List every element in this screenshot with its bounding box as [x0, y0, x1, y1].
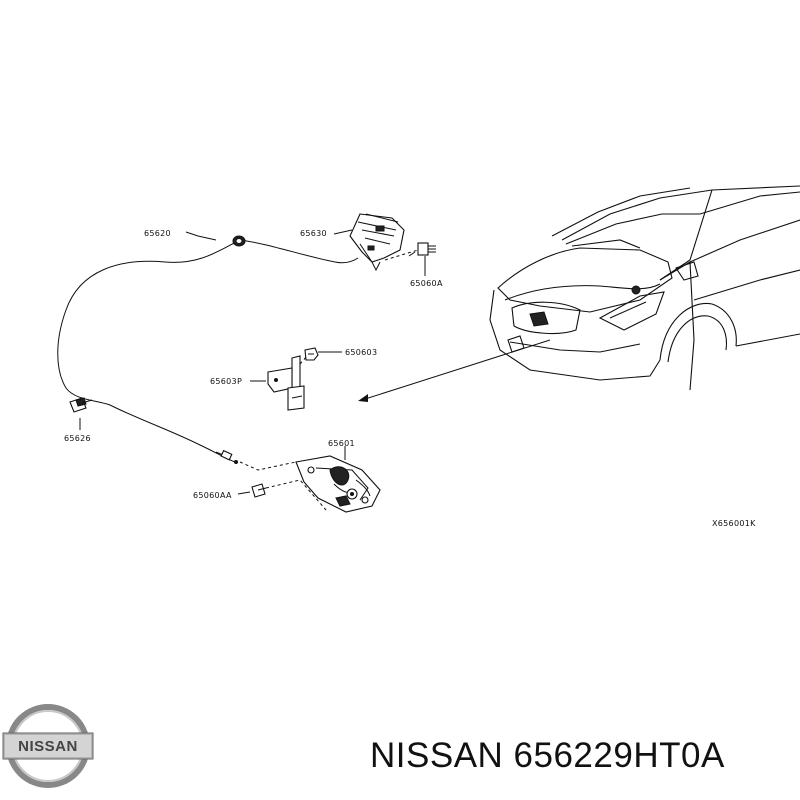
- hood-release-cable: [57, 235, 359, 464]
- logo-wordmark: NISSAN: [18, 738, 78, 755]
- nissan-logo: NISSAN: [2, 704, 94, 788]
- hood-stay-bracket: [267, 347, 319, 411]
- hood-lock: [239, 455, 381, 513]
- figure-code: X656001K: [712, 519, 756, 528]
- cable-clip: [69, 397, 93, 413]
- label-handle: 65630: [300, 229, 327, 238]
- label-bolt: 650603: [345, 348, 377, 357]
- label-handle-bolt: 65060A: [410, 279, 443, 288]
- part-labels: 65620 65630 65060A 650603 65603P 65626 6…: [64, 229, 756, 528]
- hood-release-handle: [349, 213, 436, 272]
- label-lock: 65601: [328, 439, 355, 448]
- label-lock-bolt: 65060AA: [193, 491, 232, 500]
- label-cable: 65620: [144, 229, 171, 238]
- part-number-caption: NISSAN 656229HT0A: [370, 736, 725, 775]
- car-front-view: [489, 185, 800, 391]
- label-clip: 65626: [64, 434, 91, 443]
- label-bracket: 65603P: [210, 377, 242, 386]
- leader-lines: [79, 229, 551, 495]
